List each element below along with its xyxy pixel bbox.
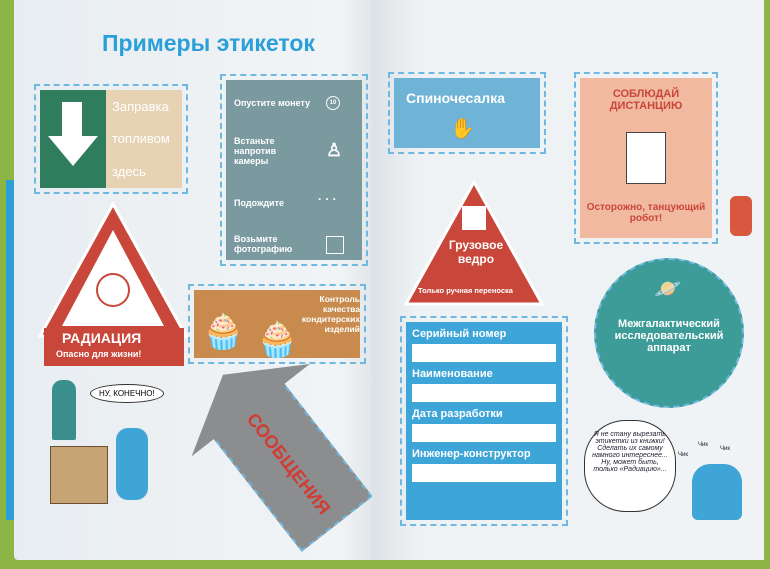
space-text: Межгалактический исследовательский аппар… — [614, 318, 724, 354]
person-icon: ♙ — [326, 140, 343, 160]
robot-icon — [626, 132, 666, 184]
snip-text: Чик — [698, 442, 708, 448]
coin-icon: 10 — [326, 96, 340, 110]
snip-text: Чик — [720, 446, 730, 452]
space-label: 🪐 Межгалактический исследовательский апп… — [594, 258, 744, 408]
left-page: Примеры этикеток Заправка топливом здесь… — [14, 0, 376, 560]
hand-icon: ✋ — [450, 118, 475, 140]
back-scratcher-text: Спиночесалка — [406, 90, 505, 106]
dots-icon: · · · — [318, 192, 337, 206]
cupcake-icon: 🧁 — [202, 313, 245, 351]
cupcake-label: 🧁 🧁 Контроль качества кондитерских издел… — [188, 284, 366, 364]
messages-text: СООБЩЕНИЯ — [242, 409, 335, 519]
bucket-title: Грузовое ведро — [448, 238, 504, 266]
boy-character-icon — [692, 464, 742, 520]
planet-icon: 🪐 — [654, 276, 682, 301]
name-input[interactable] — [412, 384, 556, 402]
arrow-down-icon — [40, 90, 106, 188]
radiation-label — [37, 200, 189, 366]
boy-character-icon — [116, 428, 148, 500]
distance-title: СОБЛЮДАЙ ДИСТАНЦИЮ — [609, 88, 683, 112]
step-3: Подождите — [234, 198, 284, 208]
fuel-text-1: Заправка — [112, 98, 169, 114]
girl-character-icon — [52, 380, 76, 440]
cupcake-text: Контроль качества кондитерских изделий — [301, 294, 360, 334]
radiation-figure-icon — [96, 273, 130, 307]
distance-sub: Осторожно, танцующий робот! — [586, 202, 706, 224]
cat-character-icon — [730, 196, 752, 236]
radiation-sub: Опасно для жизни! — [56, 349, 142, 359]
page-title: Примеры этикеток — [102, 30, 315, 56]
serial-input[interactable] — [412, 344, 556, 362]
step-4: Возьмите фотографию — [234, 234, 293, 254]
form-field-name: Наименование — [412, 368, 493, 380]
bucket-icon — [462, 206, 486, 230]
form-field-engineer: Инженер-конструктор — [412, 448, 531, 460]
cupcake-icon: 🧁 — [256, 321, 299, 358]
form-field-date: Дата разработки — [412, 408, 503, 420]
photo-booth-label: Опустите монету 10 Встаньте напротив кам… — [220, 74, 368, 266]
speech-bubble: Я не стану вырезать этикетки из книжки! … — [584, 420, 676, 512]
snip-text: Чик — [678, 452, 688, 458]
bucket-label — [403, 178, 545, 306]
speech-bubble: НУ, КОНЕЧНО! — [90, 384, 164, 403]
form-field-serial: Серийный номер — [412, 328, 507, 340]
date-input[interactable] — [412, 424, 556, 442]
form-label: Серийный номер Наименование Дата разрабо… — [400, 316, 568, 526]
bucket-sub: Только ручная переноска — [418, 286, 513, 295]
step-2: Встаньте напротив камеры — [234, 136, 277, 166]
box-character-icon — [50, 446, 108, 504]
back-scratcher-label: Спиночесалка ✋ — [388, 72, 546, 154]
distance-label: СОБЛЮДАЙ ДИСТАНЦИЮ Осторожно, танцующий … — [574, 72, 718, 244]
step-1: Опустите монету — [234, 98, 311, 108]
fuel-text-3: здесь — [112, 164, 146, 180]
fuel-text-2: топливом — [112, 131, 170, 147]
messages-arrow: СООБЩЕНИЯ — [163, 328, 373, 552]
photo-icon — [326, 236, 344, 254]
fuel-label: Заправка топливом здесь — [34, 84, 188, 194]
engineer-input[interactable] — [412, 464, 556, 482]
radiation-title: РАДИАЦИЯ — [62, 330, 142, 346]
right-page: Спиночесалка ✋ СОБЛЮДАЙ ДИСТАНЦИЮ Осторо… — [372, 0, 764, 560]
